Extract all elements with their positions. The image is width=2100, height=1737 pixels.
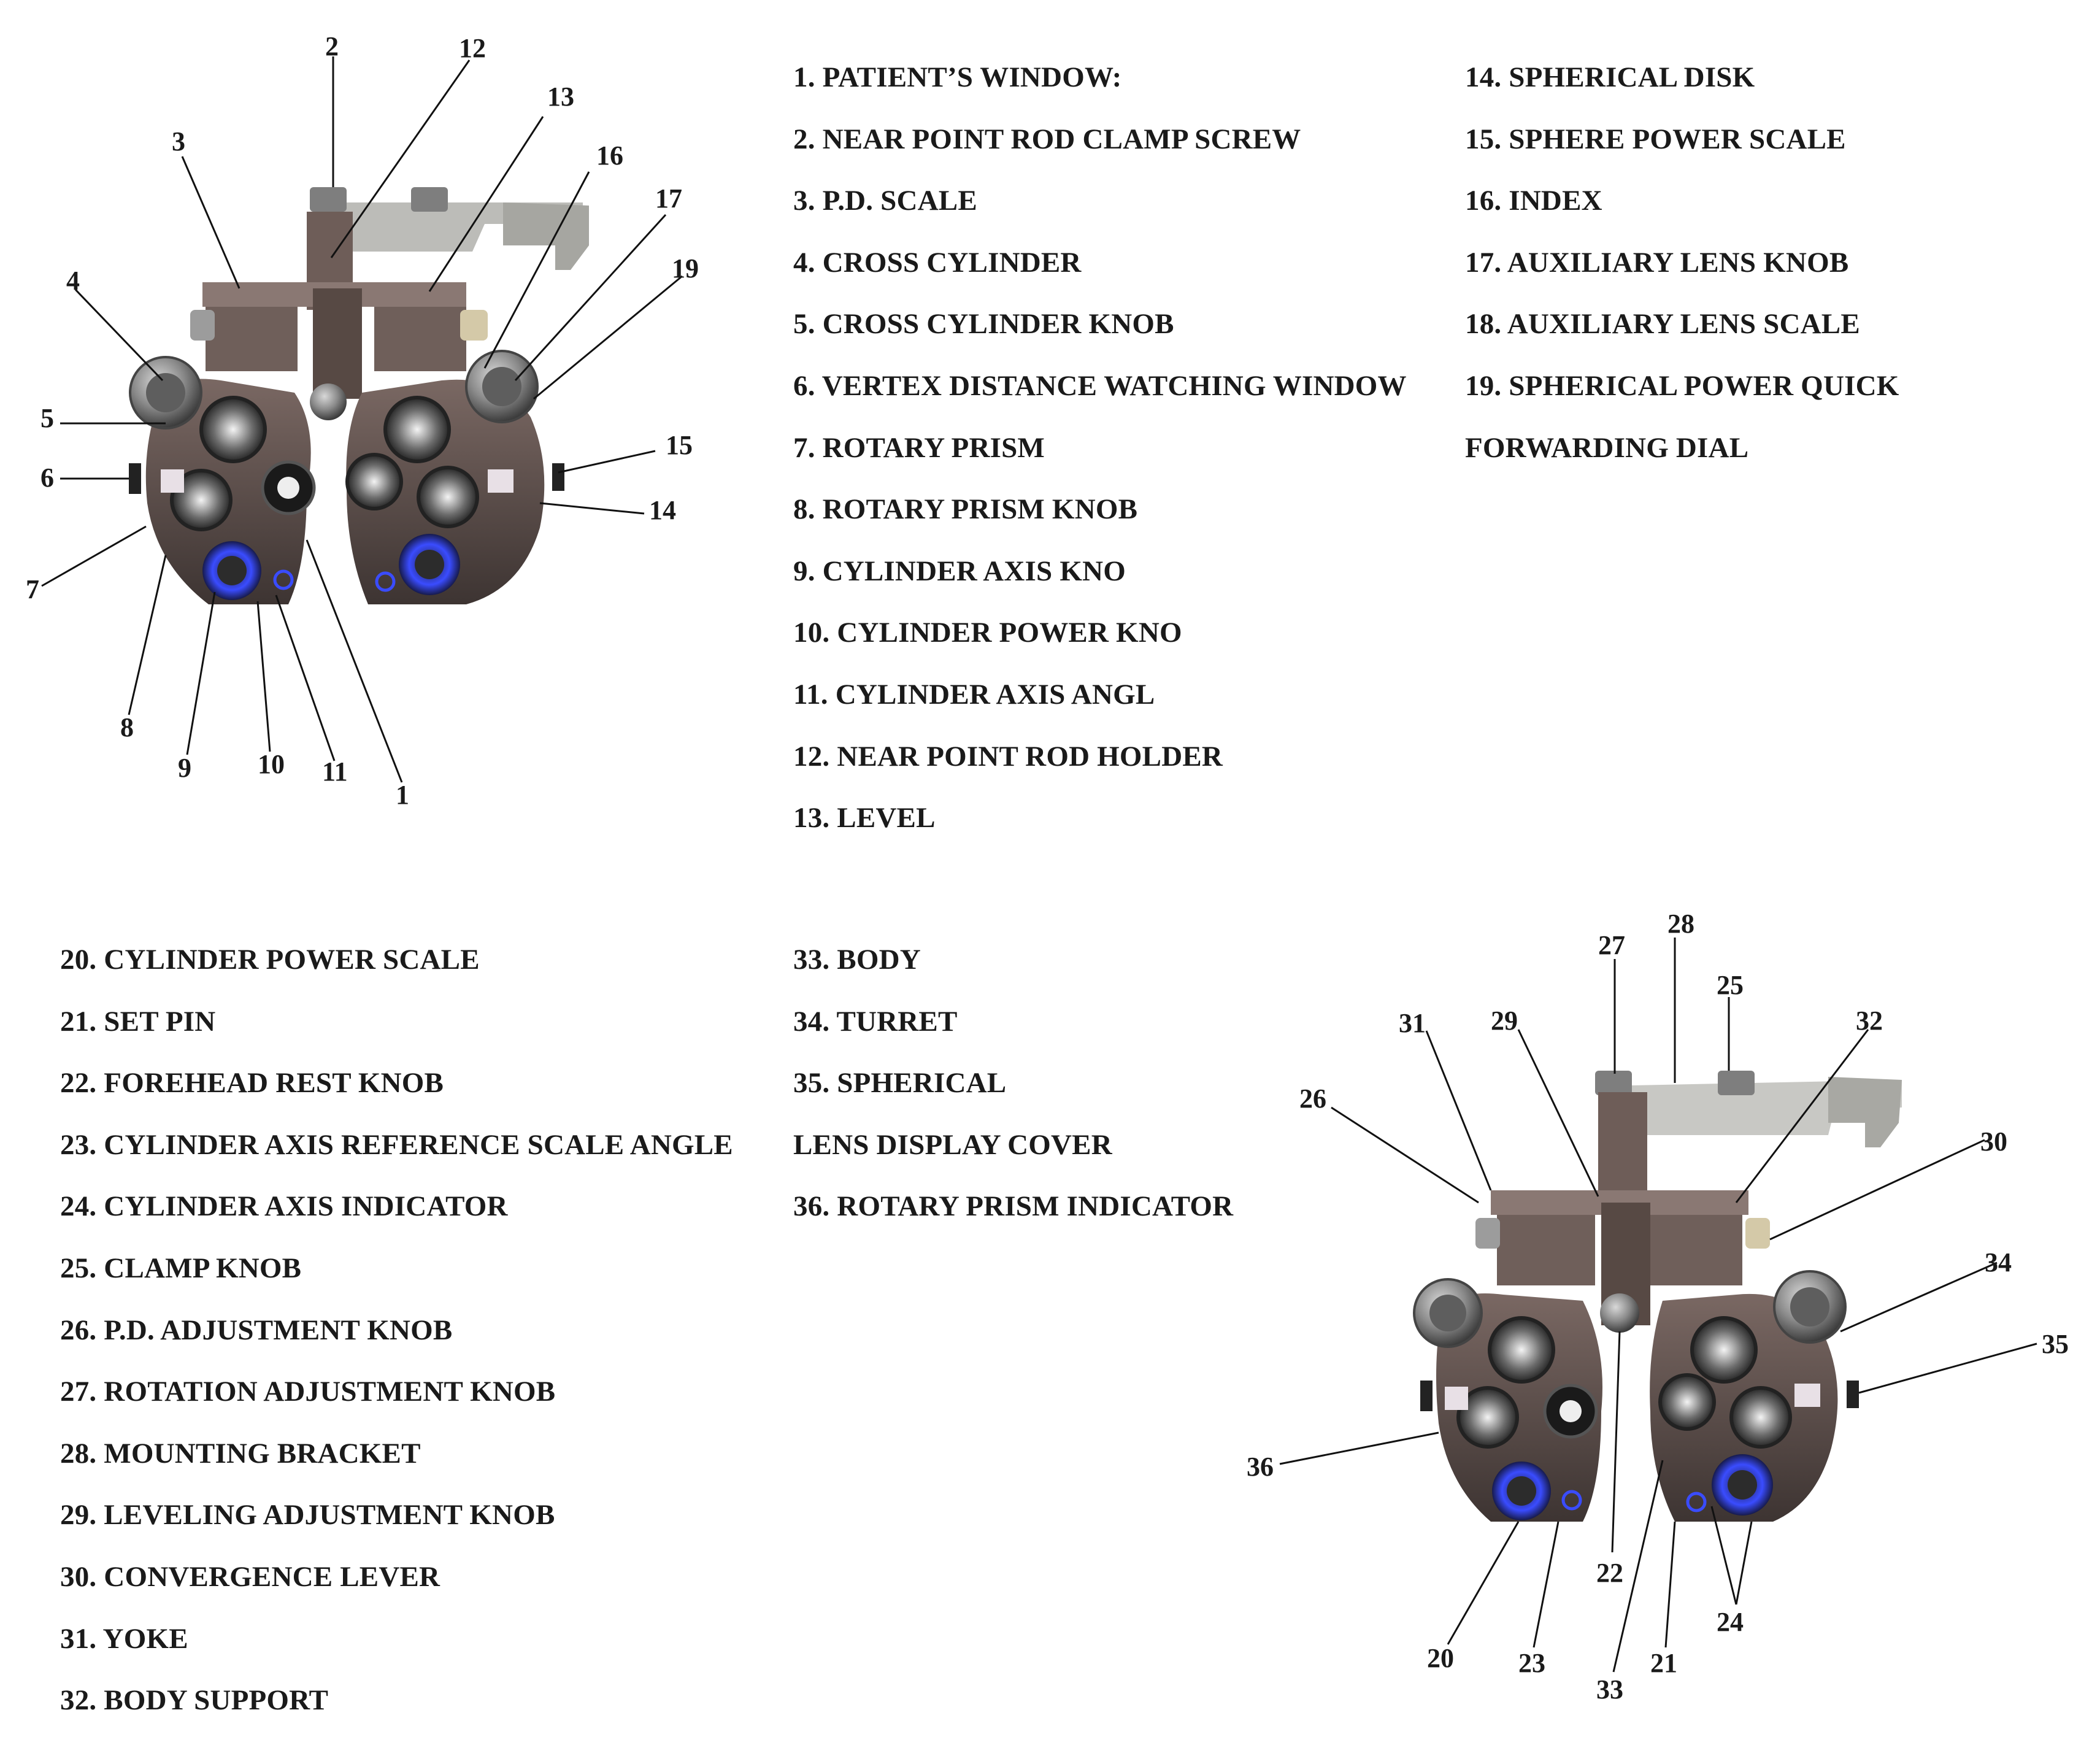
legend-item: 4. CROSS CYLINDER <box>793 246 1082 279</box>
callout-number: 26 <box>1299 1084 1326 1114</box>
legend-item: 6. VERTEX DISTANCE WATCHING WINDOW <box>793 369 1407 402</box>
callout-number: 24 <box>1717 1607 1744 1637</box>
callout-number: 34 <box>1985 1247 2012 1277</box>
legend-column-2: 14. SPHERICAL DISK 15. SPHERE POWER SCAL… <box>1465 47 1899 479</box>
phoropter-rear-illustration <box>1413 1071 1902 1522</box>
legend-item: 36. ROTARY PRISM INDICATOR <box>793 1190 1234 1223</box>
callout-number: 23 <box>1518 1648 1545 1678</box>
callout-number: 9 <box>178 753 191 783</box>
callout-number: 1 <box>396 780 409 810</box>
callout-number: 3 <box>172 126 185 156</box>
phoropter-front-illustration <box>129 187 589 604</box>
callout-number: 7 <box>26 574 39 604</box>
callout-number: 12 <box>459 33 486 63</box>
callout-number: 13 <box>547 82 574 112</box>
legend-item: 34. TURRET <box>793 1005 958 1038</box>
callout-number: 14 <box>649 495 676 525</box>
legend-item: 25. CLAMP KNOB <box>60 1252 302 1284</box>
legend-item: 19. SPHERICAL POWER QUICK <box>1465 369 1899 402</box>
callout-number: 35 <box>2042 1329 2069 1359</box>
legend-item: 32. BODY SUPPORT <box>60 1684 329 1717</box>
legend-item: 33. BODY <box>793 944 921 976</box>
callout-number: 5 <box>40 403 54 433</box>
callout-number: 27 <box>1598 930 1625 960</box>
legend-item: 16. INDEX <box>1465 185 1602 217</box>
legend-item: 18. AUXILIARY LENS SCALE <box>1465 308 1860 341</box>
legend-item: 35. SPHERICAL <box>793 1067 1007 1100</box>
legend-item: 20. CYLINDER POWER SCALE <box>60 944 480 976</box>
legend-item: LENS DISPLAY COVER <box>793 1128 1112 1161</box>
legend-item: 9. CYLINDER AXIS KNO <box>793 555 1126 587</box>
callout-number: 36 <box>1247 1452 1274 1482</box>
legend-item: 24. CYLINDER AXIS INDICATOR <box>60 1190 508 1223</box>
legend-item: 2. NEAR POINT ROD CLAMP SCREW <box>793 123 1301 155</box>
legend-item: 10. CYLINDER POWER KNO <box>793 617 1182 649</box>
legend-item: 28. MOUNTING BRACKET <box>60 1437 421 1469</box>
callout-number: 31 <box>1399 1008 1426 1038</box>
callout-number: 6 <box>40 463 54 493</box>
legend-item: FORWARDING DIAL <box>1465 431 1749 464</box>
legend-item: 8. ROTARY PRISM KNOB <box>793 493 1138 526</box>
legend-column-3: 20. CYLINDER POWER SCALE 21. SET PIN 22.… <box>60 929 733 1731</box>
legend-item: 31. YOKE <box>60 1622 188 1655</box>
callout-number: 15 <box>666 430 693 460</box>
legend-item: 23. CYLINDER AXIS REFERENCE SCALE ANGLE <box>60 1128 733 1161</box>
callout-number: 30 <box>1980 1127 2007 1157</box>
legend-item: 14. SPHERICAL DISK <box>1465 61 1755 93</box>
front-leader-lines <box>41 56 683 783</box>
legend-item: 12. NEAR POINT ROD HOLDER <box>793 740 1223 772</box>
callout-number: 20 <box>1427 1643 1454 1673</box>
callout-number: 19 <box>672 253 699 283</box>
legend-item: 15. SPHERE POWER SCALE <box>1465 123 1846 155</box>
callout-number: 16 <box>596 141 623 171</box>
legend-item: 21. SET PIN <box>60 1005 216 1038</box>
legend-item: 27. ROTATION ADJUSTMENT KNOB <box>60 1376 556 1408</box>
callout-number: 2 <box>325 31 339 61</box>
callout-number: 21 <box>1650 1648 1677 1678</box>
callout-number: 17 <box>655 183 682 214</box>
legend-item: 17. AUXILIARY LENS KNOB <box>1465 246 1849 279</box>
phoropter-rear-diagram: 28 27 25 31 29 32 26 30 34 35 36 22 20 2… <box>1247 909 2069 1704</box>
rear-leader-lines <box>1279 938 2037 1673</box>
callout-number: 28 <box>1667 909 1694 939</box>
legend-column-4: 33. BODY 34. TURRET 35. SPHERICAL LENS D… <box>793 929 1233 1238</box>
legend-item: 29. LEVELING ADJUSTMENT KNOB <box>60 1499 555 1531</box>
legend-item: 13. LEVEL <box>793 802 936 834</box>
legend-item: 5. CROSS CYLINDER KNOB <box>793 308 1174 341</box>
phoropter-front-diagram: 2 12 13 3 16 17 19 4 5 15 6 14 7 8 9 10 … <box>26 31 699 810</box>
legend-item: 30. CONVERGENCE LEVER <box>60 1560 440 1593</box>
legend-item: 3. P.D. SCALE <box>793 185 977 217</box>
callout-number: 11 <box>322 757 348 787</box>
callout-number: 22 <box>1596 1558 1623 1588</box>
legend-item: 26. P.D. ADJUSTMENT KNOB <box>60 1314 453 1346</box>
callout-number: 10 <box>258 749 285 779</box>
legend-item: 11. CYLINDER AXIS ANGL <box>793 678 1155 711</box>
legend-item: 22. FOREHEAD REST KNOB <box>60 1067 444 1100</box>
front-callouts: 2 12 13 3 16 17 19 4 5 15 6 14 7 8 9 10 … <box>26 31 699 810</box>
callout-number: 33 <box>1596 1674 1623 1704</box>
legend-item: 1. PATIENT’S WINDOW: <box>793 61 1122 93</box>
rear-callouts: 28 27 25 31 29 32 26 30 34 35 36 22 20 2… <box>1247 909 2069 1704</box>
callout-number: 8 <box>120 712 134 742</box>
callout-number: 4 <box>66 266 80 296</box>
legend-item: 7. ROTARY PRISM <box>793 431 1045 464</box>
callout-number: 29 <box>1491 1006 1518 1036</box>
callout-number: 25 <box>1717 970 1744 1000</box>
callout-number: 32 <box>1856 1006 1883 1036</box>
legend-column-1: 1. PATIENT’S WINDOW: 2. NEAR POINT ROD C… <box>793 47 1407 849</box>
